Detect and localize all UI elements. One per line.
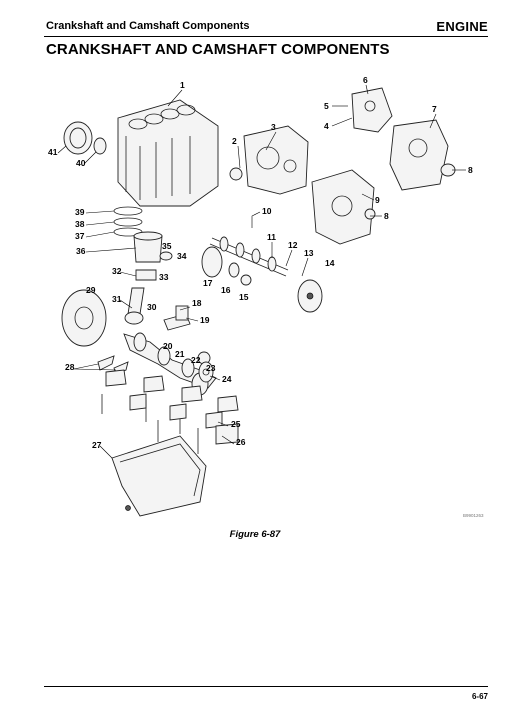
callout-1: 1 (180, 80, 185, 90)
rear-seal-retainer-drawing (63, 121, 107, 155)
callout-10: 10 (262, 206, 272, 216)
callout-40: 40 (76, 158, 86, 168)
camshaft-drawing (201, 236, 323, 313)
callout-15: 15 (239, 292, 249, 302)
timing-cover-drawing (311, 169, 376, 245)
callout-18: 18 (192, 298, 202, 308)
piston-rings-drawing (113, 206, 173, 281)
header-divider (44, 36, 488, 37)
connecting-rod-drawing (124, 287, 191, 331)
callout-24: 24 (222, 374, 232, 384)
callout-20: 20 (163, 341, 173, 351)
oil-pan-drawing (111, 435, 207, 517)
callout-32: 32 (112, 266, 122, 276)
callout-38: 38 (75, 219, 85, 229)
callout-11: 11 (267, 232, 276, 242)
callout-31: 31 (112, 294, 122, 304)
callout-leaders (57, 84, 466, 459)
callout-30: 30 (147, 302, 157, 312)
callout-7: 7 (432, 104, 437, 114)
callout-8a: 8 (468, 165, 473, 175)
callout-36: 36 (76, 246, 86, 256)
callout-28: 28 (65, 362, 75, 372)
callout-labels: 1 2 3 4 5 6 7 8 8 9 10 11 12 13 14 15 16… (48, 75, 473, 450)
cylinder-block-drawing (117, 99, 219, 207)
gear-housing-drawing (229, 125, 309, 195)
page-number: 6-67 (471, 692, 488, 701)
callout-8b: 8 (384, 211, 389, 221)
footer-divider (44, 686, 488, 687)
chapter-label: ENGINE (436, 19, 488, 34)
callout-6: 6 (363, 75, 368, 85)
callout-4: 4 (324, 121, 329, 131)
figure-caption: Figure 6-87 (229, 529, 281, 540)
crank-gear-drawing (198, 361, 214, 383)
callout-25: 25 (231, 419, 241, 429)
callout-5: 5 (324, 101, 329, 111)
callout-13: 13 (304, 248, 314, 258)
main-bearing-caps-drawing (101, 369, 239, 454)
callout-37: 37 (75, 231, 85, 241)
callout-33: 33 (159, 272, 169, 282)
exploded-view-illustration: 1 2 3 4 5 6 7 8 8 9 10 11 12 13 14 15 16… (48, 75, 473, 517)
callout-27: 27 (92, 440, 102, 450)
callout-3: 3 (271, 122, 276, 132)
callout-12: 12 (288, 240, 298, 250)
callout-21: 21 (175, 349, 185, 359)
front-plate-drawing (351, 87, 456, 191)
section-header: Crankshaft and Camshaft Components (46, 20, 250, 32)
callout-23: 23 (206, 363, 216, 373)
callout-29: 29 (86, 285, 96, 295)
flywheel-drawing (61, 289, 107, 347)
callout-34: 34 (177, 251, 187, 261)
callout-16: 16 (221, 285, 231, 295)
callout-26: 26 (236, 437, 246, 447)
callout-39: 39 (75, 207, 85, 217)
callout-35: 35 (162, 241, 172, 251)
callout-41: 41 (48, 147, 58, 157)
callout-22: 22 (191, 355, 201, 365)
callout-19: 19 (200, 315, 210, 325)
callout-9: 9 (375, 195, 380, 205)
figure-reference-code: B9901263 (463, 513, 484, 518)
page-title: CRANKSHAFT AND CAMSHAFT COMPONENTS (46, 41, 390, 58)
callout-14: 14 (325, 258, 335, 268)
callout-17: 17 (203, 278, 213, 288)
callout-2: 2 (232, 136, 237, 146)
